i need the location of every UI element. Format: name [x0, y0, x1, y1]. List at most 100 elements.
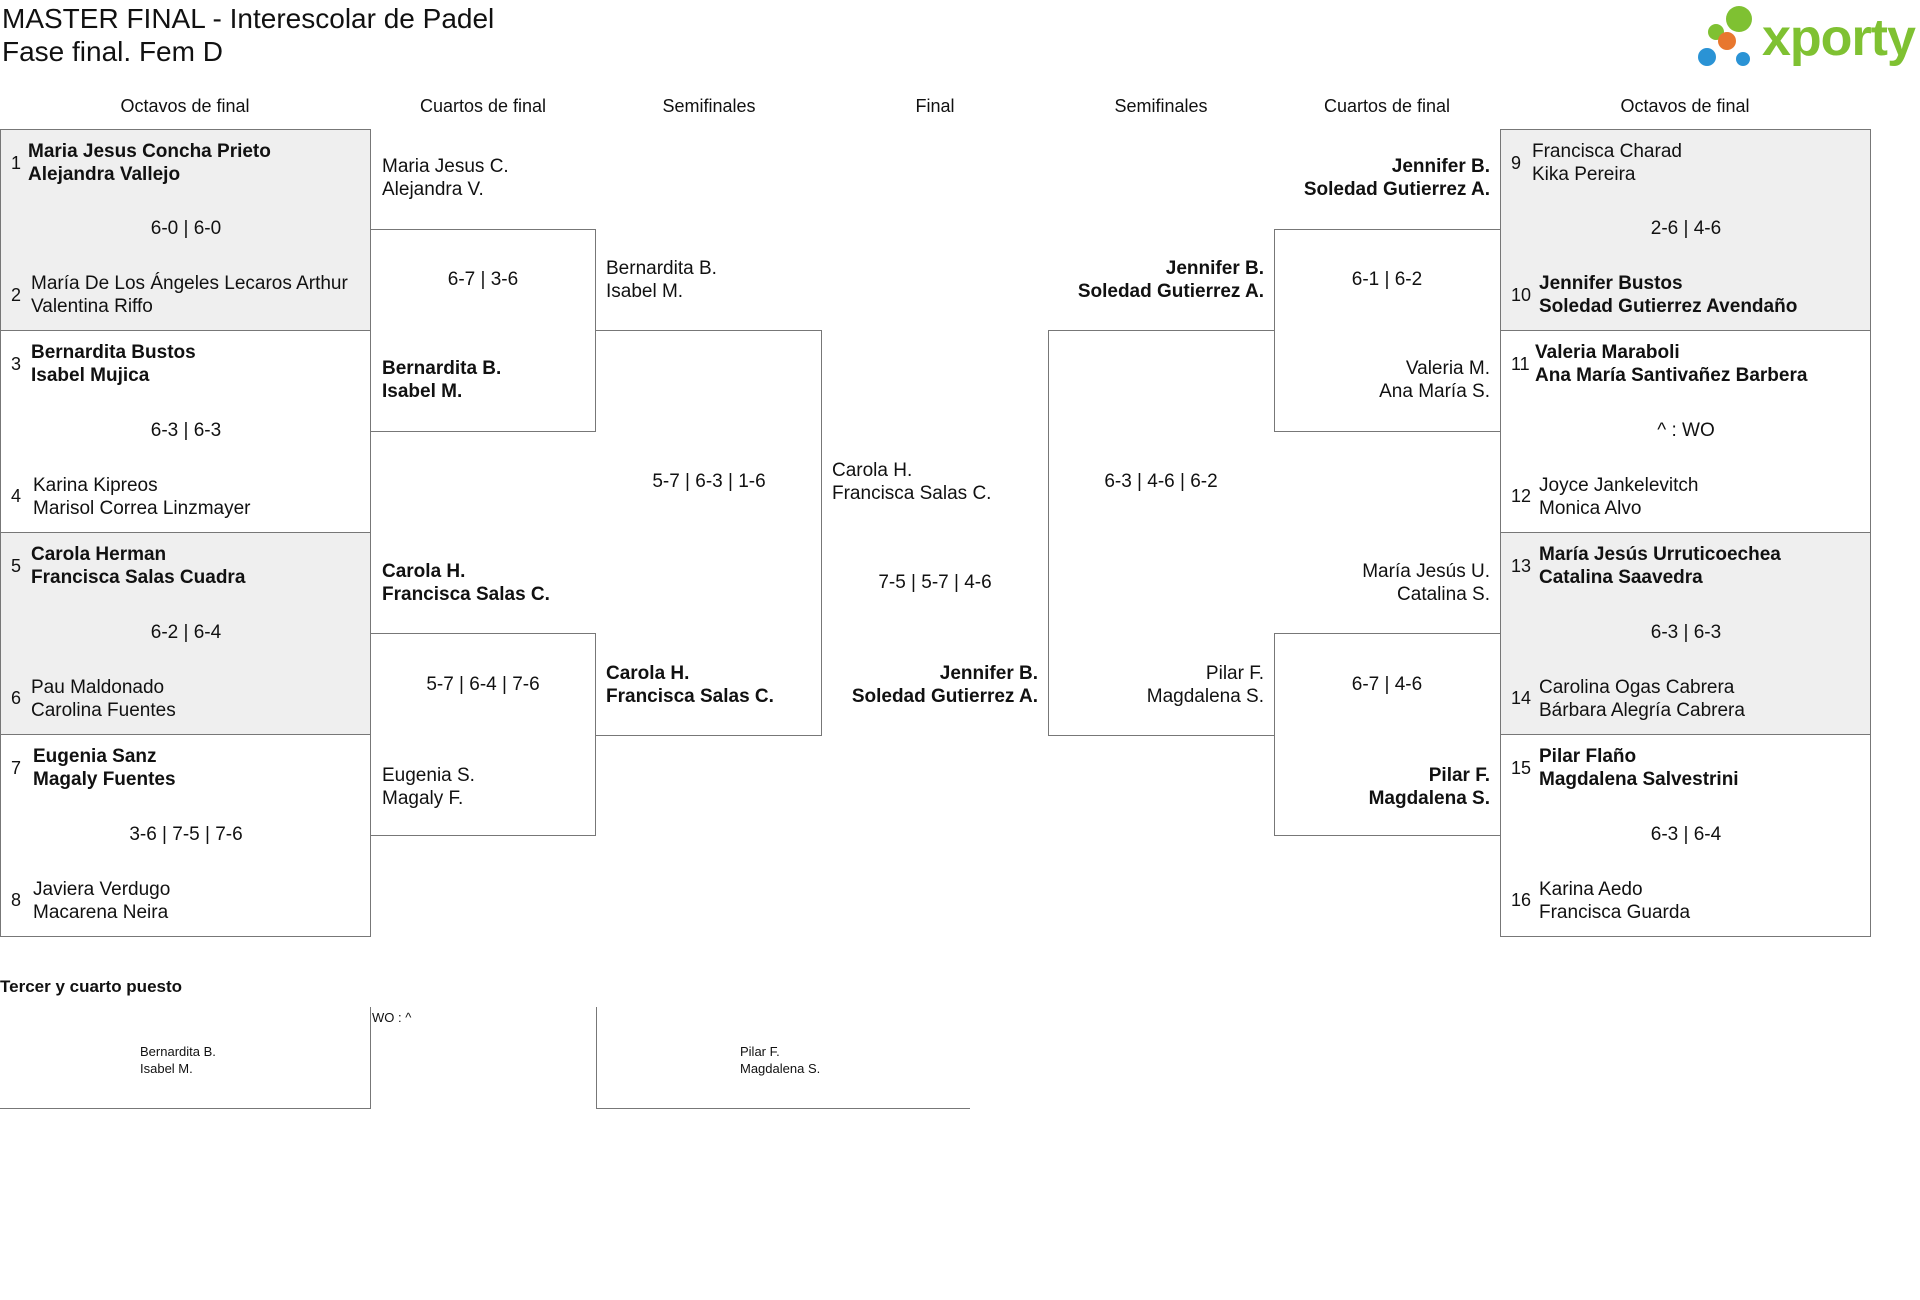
match-score: 6-3 | 6-3: [1650, 622, 1722, 643]
pair-a: María Jesús U.Catalina S.: [1362, 560, 1490, 606]
bracket-line: [370, 835, 596, 836]
pair-b: Bernardita B.Isabel M.: [382, 357, 501, 403]
title-line-2: Fase final. Fem D: [2, 36, 223, 67]
bracket-line: [1274, 229, 1275, 432]
round-header-right-cuartos: Cuartos de final: [1323, 96, 1451, 116]
seed-number: 2: [11, 285, 22, 305]
player-name: Magdalena Salvestrini: [1539, 769, 1739, 790]
player-name: Soledad Gutierrez A.: [1303, 179, 1490, 200]
player-name: Joyce Jankelevitch: [1539, 475, 1699, 496]
seed-number: 3: [11, 354, 22, 374]
seed-number: 11: [1511, 354, 1530, 374]
pair-a: Bernardita B.Isabel M.: [606, 257, 717, 303]
match-right-cuartos-2[interactable]: María Jesús U.Catalina S. 6-7 | 4-6 Pila…: [1274, 532, 1500, 837]
player-name: Valeria Maraboli: [1535, 342, 1680, 363]
match-right-semi[interactable]: Jennifer B.Soledad Gutierrez A. 6-3 | 4-…: [1048, 230, 1274, 738]
player-name: Pau Maldonado: [31, 677, 165, 698]
seed-number: 5: [11, 556, 22, 576]
player-name: Carola Herman: [31, 544, 167, 565]
match-left-cuartos-1[interactable]: Maria Jesus C.Alejandra V. 6-7 | 3-6 Ber…: [370, 129, 596, 433]
match-final[interactable]: Carola H.Francisca Salas C. 7-5 | 5-7 | …: [822, 455, 1048, 715]
match-score: ^ : WO: [1657, 420, 1715, 441]
player-name: Maria Jesus C.: [382, 156, 509, 177]
player-name: María Jesús U.: [1362, 561, 1490, 582]
bracket-line: [1048, 735, 1274, 736]
player-name: Magdalena S.: [740, 1061, 821, 1076]
player-name: Bárbara Alegría Cabrera: [1539, 700, 1745, 721]
match-score: 5-7 | 6-4 | 7-6: [426, 674, 540, 695]
player-name: Magdalena S.: [1146, 686, 1264, 707]
player-name: Alejandra Vallejo: [28, 164, 181, 185]
player-name: Pilar Flaño: [1539, 746, 1637, 767]
player-name: Eugenia S.: [382, 765, 475, 786]
seed-number: 8: [11, 890, 22, 910]
match-right-cuartos-1[interactable]: Jennifer B.Soledad Gutierrez A. 6-1 | 6-…: [1274, 129, 1500, 433]
match-score: 3-6 | 7-5 | 7-6: [129, 824, 243, 845]
player-name: María De Los Ángeles Lecaros Arthur: [31, 273, 348, 294]
title-line-1: MASTER FINAL - Interescolar de Padel: [2, 3, 495, 34]
logo-dot-blue-small-icon: [1736, 52, 1750, 66]
pair-a: Bernardita B.Isabel M.: [140, 1043, 216, 1077]
player-name: Jennifer B.: [939, 663, 1038, 684]
player-name: Francisca Salas Cuadra: [31, 567, 246, 588]
third-place-title: Tercer y cuarto puesto: [0, 977, 183, 996]
xporty-logo[interactable]: xporty: [1696, 4, 1920, 74]
player-name: Carolina Fuentes: [31, 700, 176, 721]
round-header-left-cuartos: Cuartos de final: [419, 96, 547, 116]
player-name: Francisca Charad: [1532, 141, 1682, 162]
seed-number: 4: [11, 486, 22, 506]
seed-number: 1: [11, 153, 22, 173]
bracket-line: [596, 735, 822, 736]
logo-dot-blue-icon: [1698, 48, 1716, 66]
logo-text: xporty: [1762, 9, 1916, 67]
pair-b: Valeria M.Ana María S.: [1379, 357, 1490, 403]
seed-number: 7: [11, 758, 22, 778]
match-score: 6-1 | 6-2: [1351, 269, 1423, 290]
player-name: Bernardita Bustos: [31, 342, 196, 363]
match-third-place[interactable]: WO : ^ Bernardita B.Isabel M. Pilar F.Ma…: [0, 1005, 970, 1110]
player-name: Jennifer B.: [1391, 156, 1490, 177]
bracket-line: [1274, 835, 1500, 836]
player-name: Valeria M.: [1405, 358, 1490, 379]
player-name: Kika Pereira: [1532, 164, 1636, 185]
player-name: Eugenia Sanz: [33, 746, 157, 767]
player-name: Magaly F.: [382, 788, 464, 809]
player-name: Jennifer B.: [1165, 258, 1264, 279]
bracket-line: [370, 1007, 371, 1109]
bracket-line: [596, 1108, 970, 1109]
match-score: 6-7 | 3-6: [447, 269, 519, 290]
player-name: Carola H.: [606, 663, 690, 684]
round-header-final: Final: [915, 96, 955, 116]
match-score: 7-5 | 5-7 | 4-6: [878, 572, 992, 593]
player-name: Magdalena S.: [1368, 788, 1490, 809]
pair-b: Pilar F.Magdalena S.: [740, 1043, 820, 1077]
player-name: Monica Alvo: [1539, 498, 1642, 519]
pair-b: Pilar F.Magdalena S.: [1369, 764, 1490, 810]
player-name: Isabel Mujica: [31, 365, 150, 386]
bracket-line: [1048, 330, 1274, 331]
player-name: Soledad Gutierrez Avendaño: [1539, 296, 1798, 317]
seed-number: 6: [11, 688, 22, 708]
match-left-semi[interactable]: Bernardita B.Isabel M. 5-7 | 6-3 | 1-6 C…: [596, 230, 822, 738]
match-left-cuartos-2[interactable]: Carola H.Francisca Salas C. 5-7 | 6-4 | …: [370, 532, 596, 837]
match-score: 6-0 | 6-0: [150, 218, 222, 239]
pair-a: Carola H.Francisca Salas C.: [832, 459, 991, 505]
player-name: Alejandra V.: [382, 179, 484, 200]
player-name: Francisca Salas C.: [382, 584, 550, 605]
pair-b: Pilar F.Magdalena S.: [1147, 662, 1264, 708]
